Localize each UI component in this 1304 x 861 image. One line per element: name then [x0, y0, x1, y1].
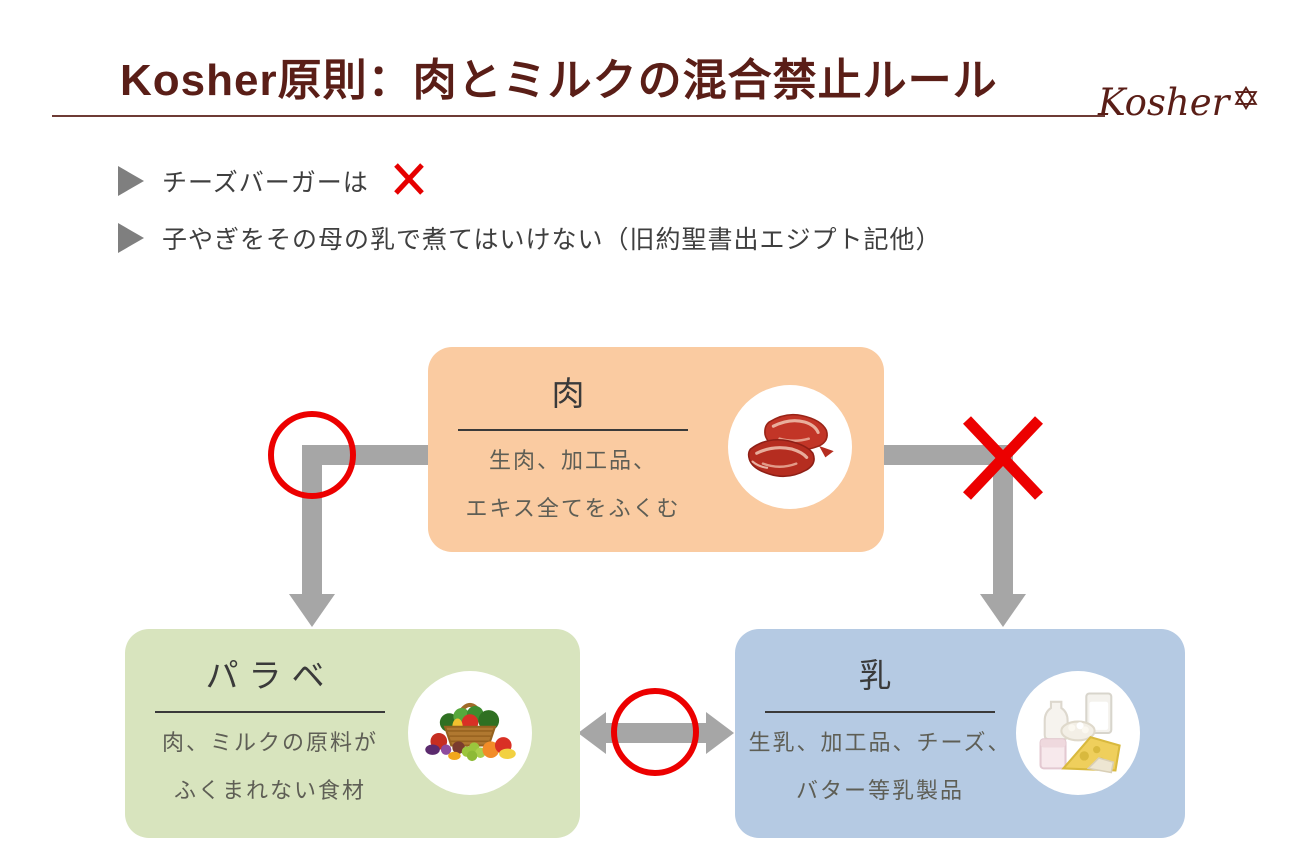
- arrow-bar-horizontal: [880, 445, 1013, 465]
- bullet-cheeseburger: チーズバーガーは: [118, 158, 427, 203]
- kosher-logo: Kosher: [1098, 84, 1259, 121]
- node-pareve-title: パラベ: [205, 657, 335, 694]
- red-x-icon: [391, 160, 427, 203]
- page-title: Kosher原則：肉とミルクの混合禁止ルール: [120, 56, 998, 105]
- bullet-cheeseburger-text: チーズバーガーは: [162, 168, 369, 197]
- header-divider: [52, 115, 1105, 117]
- node-meat-textcol: 肉 生肉、加工品、 エキス全てをふくむ: [440, 347, 706, 533]
- arrow-head-down-icon: [289, 594, 335, 627]
- arrow-head-down-icon: [980, 594, 1026, 627]
- bullet-goat-milk-rule: 子やぎをその母の乳で煮てはいけない（旧約聖書出エジプト記他）: [118, 220, 942, 256]
- node-pareve: パラベ 肉、ミルクの原料が ふくまれない食材: [125, 629, 580, 838]
- raw-meat-photo: [728, 385, 852, 509]
- kosher-logo-text: Kosher: [1098, 81, 1230, 124]
- node-milk: 乳 生乳、加工品、チーズ、 バター等乳製品: [735, 629, 1185, 838]
- bullet-goat-milk-rule-text: 子やぎをその母の乳で煮てはいけない（旧約聖書出エジプト記他）: [162, 226, 942, 254]
- star-of-david-icon: [1233, 85, 1259, 116]
- node-meat-title: 肉: [551, 375, 595, 412]
- node-milk-textcol: 乳 生乳、加工品、チーズ、 バター等乳製品: [747, 629, 1013, 815]
- arrow-bar-vertical: [993, 445, 1013, 595]
- right-triangle-icon: [118, 165, 144, 196]
- node-meat: 肉 生肉、加工品、 エキス全てをふくむ: [428, 347, 884, 552]
- node-pareve-underline: [155, 711, 385, 713]
- right-triangle-icon: [118, 223, 144, 253]
- node-pareve-desc-line: ふくまれない食材: [173, 778, 366, 803]
- node-milk-desc-line: バター等乳製品: [795, 778, 964, 803]
- allowed-circle-icon: [268, 411, 356, 499]
- node-pareve-textcol: パラベ 肉、ミルクの原料が ふくまれない食材: [137, 629, 403, 815]
- dairy-products-photo: [1016, 671, 1140, 795]
- forbidden-x-icon: [959, 412, 1047, 505]
- node-meat-desc-line: エキス全てをふくむ: [465, 496, 681, 521]
- node-milk-title: 乳: [858, 657, 902, 694]
- node-milk-desc-line: 生乳、加工品、チーズ、: [748, 730, 1012, 755]
- node-milk-underline: [765, 711, 995, 713]
- node-meat-underline: [458, 429, 688, 431]
- node-meat-desc-line: 生肉、加工品、: [488, 448, 657, 473]
- vegetable-basket-photo: [408, 671, 532, 795]
- allowed-circle-icon: [611, 688, 699, 776]
- node-pareve-desc-line: 肉、ミルクの原料が: [161, 730, 378, 755]
- arrow-head-right-icon: [706, 712, 734, 754]
- arrow-head-left-icon: [578, 712, 606, 754]
